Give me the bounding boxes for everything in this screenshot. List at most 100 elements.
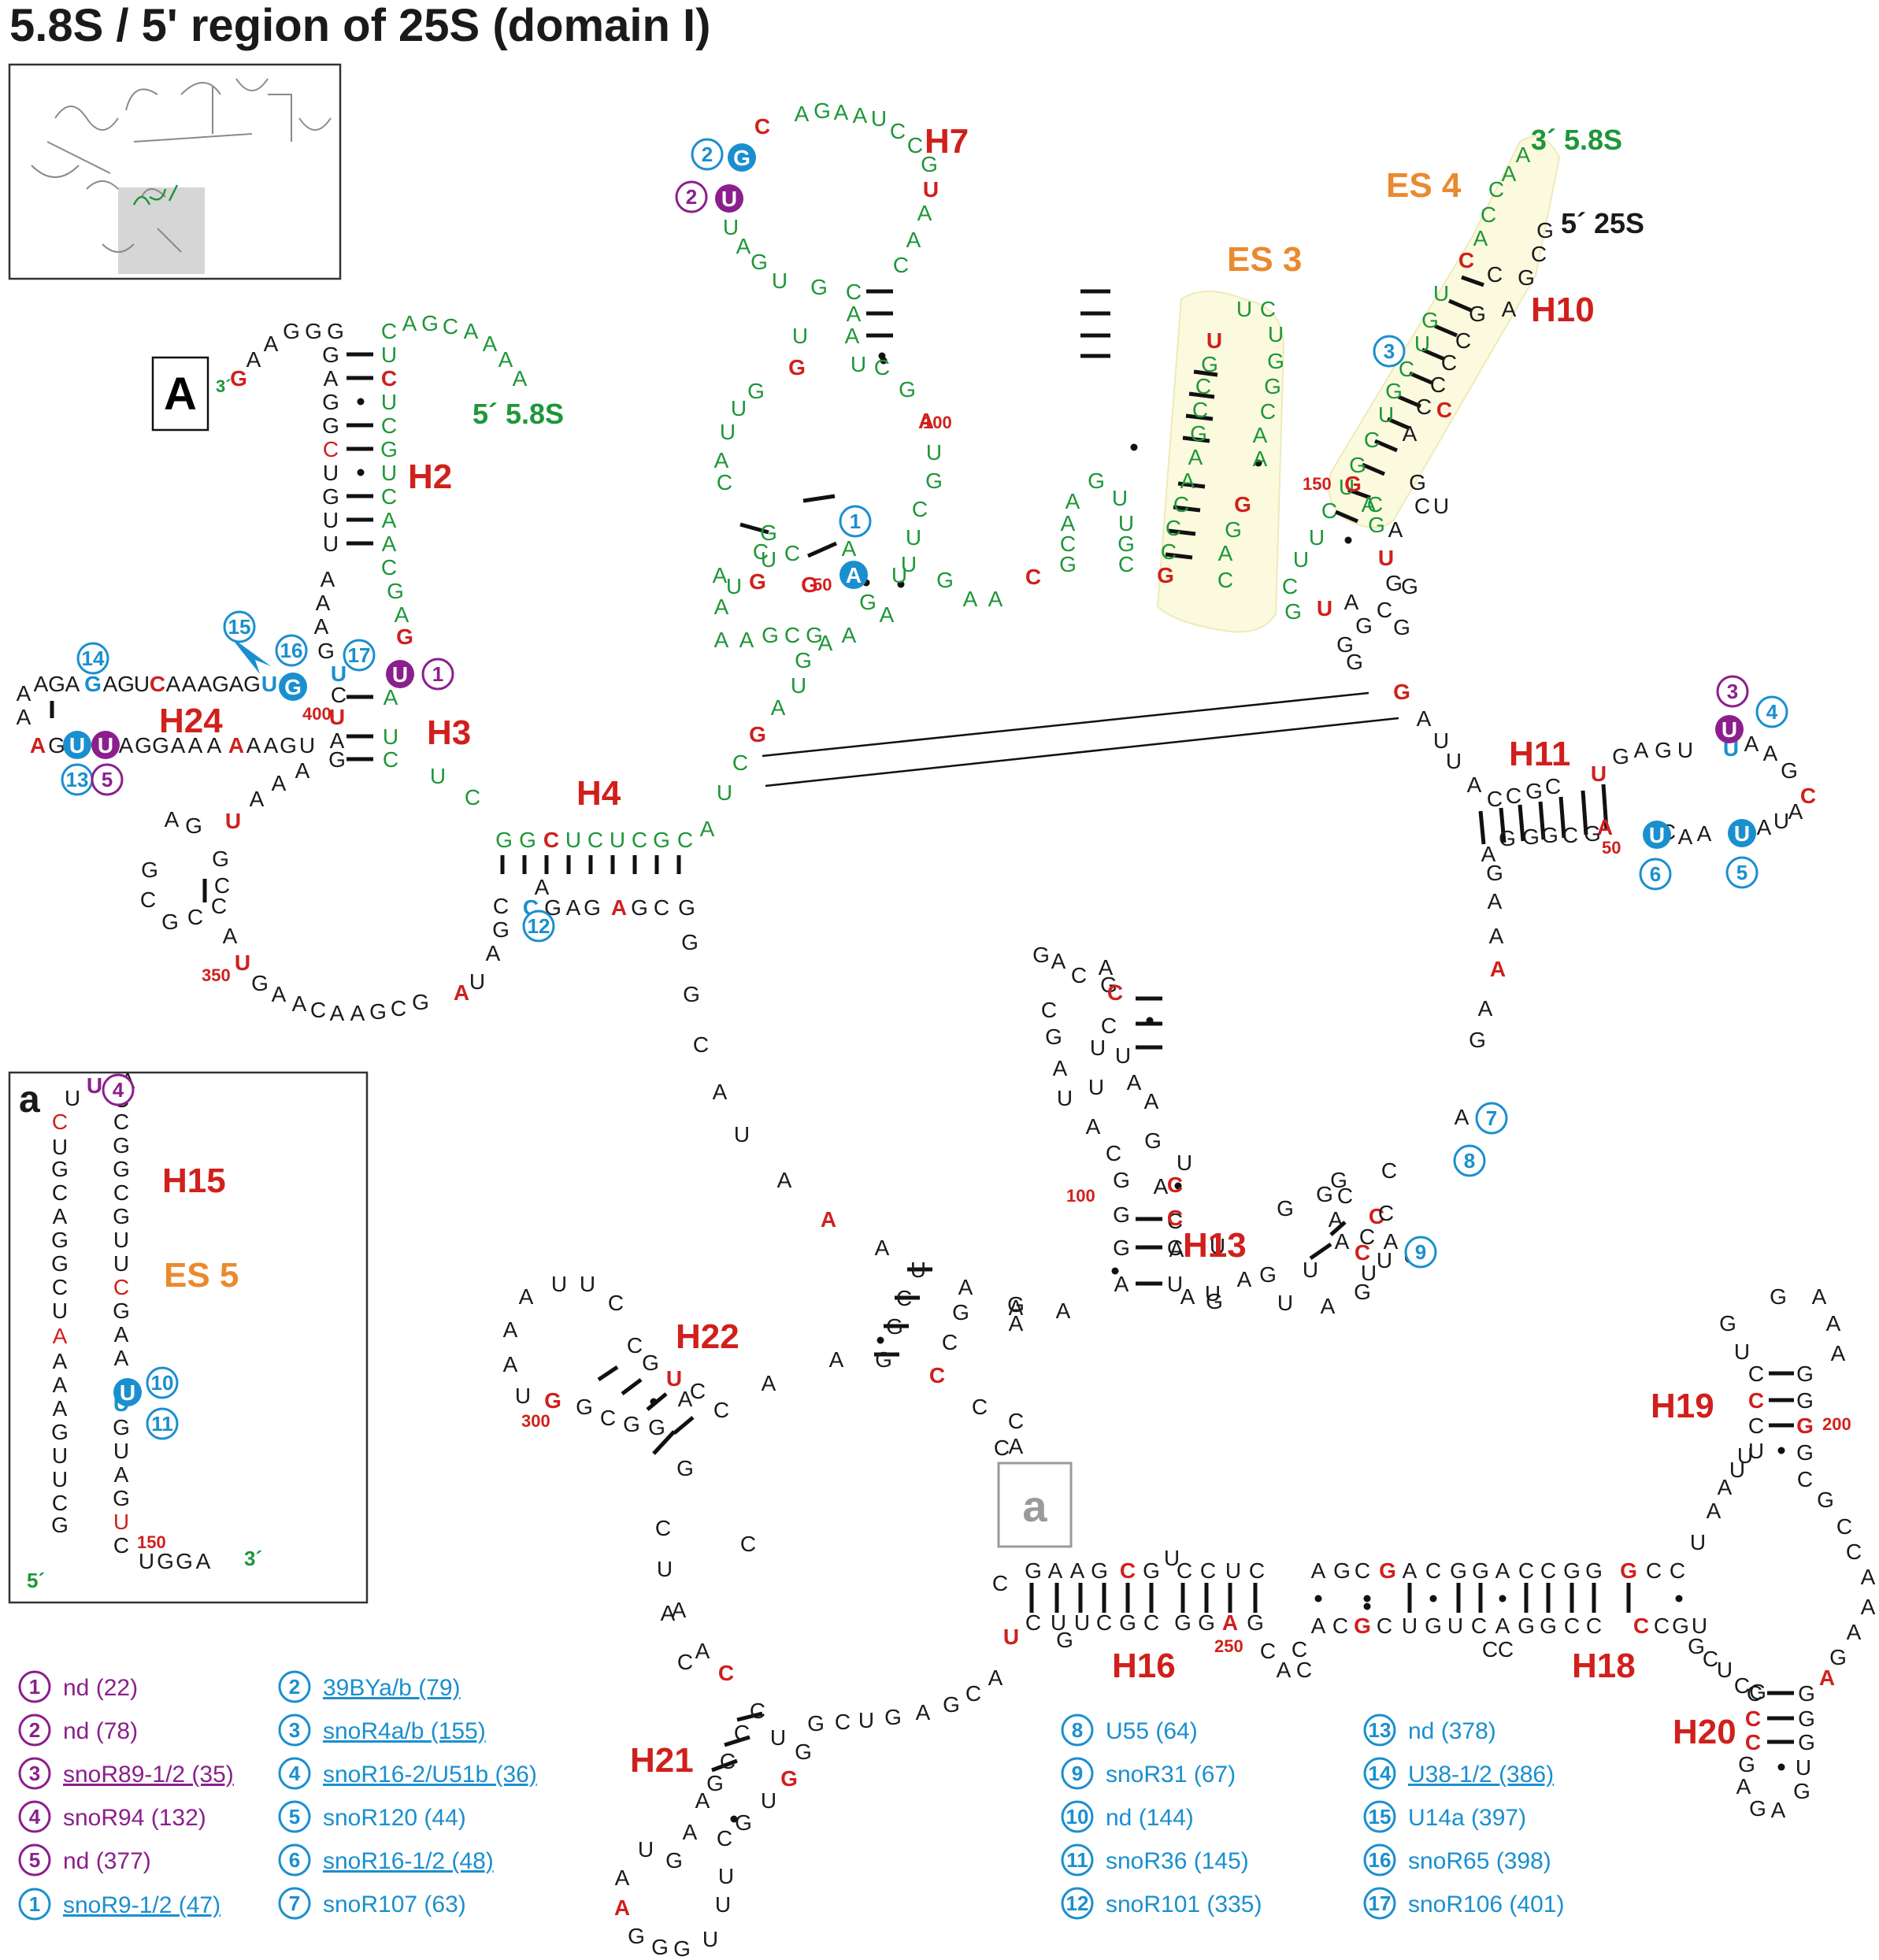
nucleotide: C: [1488, 177, 1504, 202]
nucleotide: G: [795, 648, 812, 672]
nucleotide: A: [795, 102, 810, 126]
nucleotide: U: [52, 1299, 68, 1323]
nucleotide: G: [1088, 469, 1105, 493]
svg-text:snoR36 (145): snoR36 (145): [1106, 1848, 1249, 1874]
svg-text:7: 7: [289, 1891, 300, 1915]
nucleotide: G: [495, 828, 513, 852]
base-pair: [1335, 509, 1358, 524]
nucleotide: C: [381, 413, 397, 438]
svg-text:2: 2: [29, 1718, 40, 1742]
svg-text:3: 3: [29, 1762, 40, 1785]
nucleotide: C: [1498, 1637, 1514, 1662]
nucleotide: G: [750, 250, 768, 274]
nucleotide: C: [1260, 297, 1276, 321]
panel-A-label: A: [151, 356, 209, 432]
nucleotide: A: [1847, 1620, 1862, 1644]
nucleotide: G: [322, 390, 339, 414]
nucleotide: C: [600, 1406, 616, 1430]
nucleotide: A: [198, 672, 213, 696]
nucleotide: G: [943, 1692, 960, 1717]
nucleotide: A: [1099, 955, 1114, 980]
nucleotide: C: [381, 555, 397, 580]
nucleotide: A: [963, 587, 978, 611]
nucleotide: G: [1518, 265, 1535, 290]
snorna-marker-number: 4: [113, 1078, 124, 1102]
nucleotide: C: [1167, 1236, 1183, 1260]
base-pair: [806, 541, 838, 558]
nucleotide: A: [53, 1373, 68, 1397]
nucleotide: U: [731, 396, 747, 421]
modified-nucleotide: [1643, 821, 1671, 849]
snorna-marker: [839, 505, 872, 538]
nucleotide: G: [1540, 1614, 1557, 1638]
base-pair: [597, 1365, 619, 1382]
nucleotide: U: [1317, 596, 1332, 621]
base-pairs: [50, 275, 1794, 1823]
nucleotide: U: [381, 343, 397, 367]
nucleotide: C: [835, 1710, 851, 1734]
snorna-marker: [146, 1407, 179, 1440]
svg-text:50: 50: [813, 575, 832, 595]
nucleotide: A: [1253, 446, 1268, 471]
nucleotide: A: [1169, 1237, 1184, 1262]
nucleotide: G: [1113, 1236, 1130, 1260]
svg-text:3´: 3´: [216, 376, 232, 396]
nucleotide: A: [65, 672, 80, 696]
nucleotide: A: [1053, 1056, 1068, 1080]
nucleotide: C: [1249, 1558, 1265, 1583]
nucleotide: C: [1296, 1658, 1312, 1682]
nucleotide: C: [677, 828, 693, 852]
nucleotide: U: [430, 764, 446, 788]
base-pair: [1398, 395, 1421, 409]
nucleotide: G: [1798, 1730, 1815, 1754]
nucleotide: A: [503, 1317, 518, 1342]
nucleotide: G: [886, 1314, 903, 1339]
nucleotide: U: [113, 1251, 129, 1276]
nucleotide: C: [381, 366, 397, 391]
nucleotide: G: [1393, 680, 1410, 704]
nucleotide: C: [1096, 1610, 1112, 1635]
nucleotide: C: [1455, 328, 1471, 353]
snorna-marker: [691, 138, 724, 171]
nucleotide: U: [1268, 322, 1284, 346]
nucleotide: C: [443, 314, 458, 339]
nucleotide: G: [1749, 1796, 1766, 1821]
nucleotide: A: [714, 595, 729, 619]
nucleotide: C: [1545, 774, 1561, 798]
nucleotide: C: [1118, 552, 1134, 576]
nucleotide: U: [1339, 475, 1355, 499]
nucleotide: C: [1745, 1730, 1761, 1754]
nucleotide: G: [1796, 1440, 1814, 1465]
wobble-pair-dot: [730, 1815, 738, 1823]
nucleotide: G: [212, 672, 229, 696]
nucleotide: G: [421, 311, 439, 335]
svg-text:150: 150: [137, 1532, 166, 1552]
nucleotide: G: [810, 275, 828, 299]
helix-H21: H21: [630, 1741, 694, 1780]
nucleotide: A: [330, 728, 345, 753]
nucleotide: C: [113, 1275, 129, 1299]
svg-text:2: 2: [289, 1675, 300, 1699]
nucleotide: C: [1562, 823, 1578, 847]
nucleotide: C: [677, 1650, 693, 1674]
base-pair: [1434, 324, 1458, 338]
nucleotide: C: [1120, 1558, 1136, 1583]
wobble-pair-dot: [1255, 459, 1262, 467]
svg-text:100: 100: [923, 413, 952, 432]
nucleotide: A: [1467, 773, 1482, 797]
nucleotide: A: [119, 733, 134, 758]
nucleotide: G: [1032, 943, 1050, 967]
nucleotide: C: [331, 683, 347, 707]
svg-text:200: 200: [1822, 1414, 1851, 1434]
nucleotide: U: [717, 780, 732, 805]
nucleotide: C: [632, 828, 647, 852]
nucleotide: G: [749, 722, 766, 747]
nucleotide: A: [1861, 1595, 1876, 1619]
nucleotide: C: [1355, 1558, 1370, 1583]
nucleotide: C: [784, 623, 800, 647]
nucleotide: A: [1481, 842, 1496, 866]
